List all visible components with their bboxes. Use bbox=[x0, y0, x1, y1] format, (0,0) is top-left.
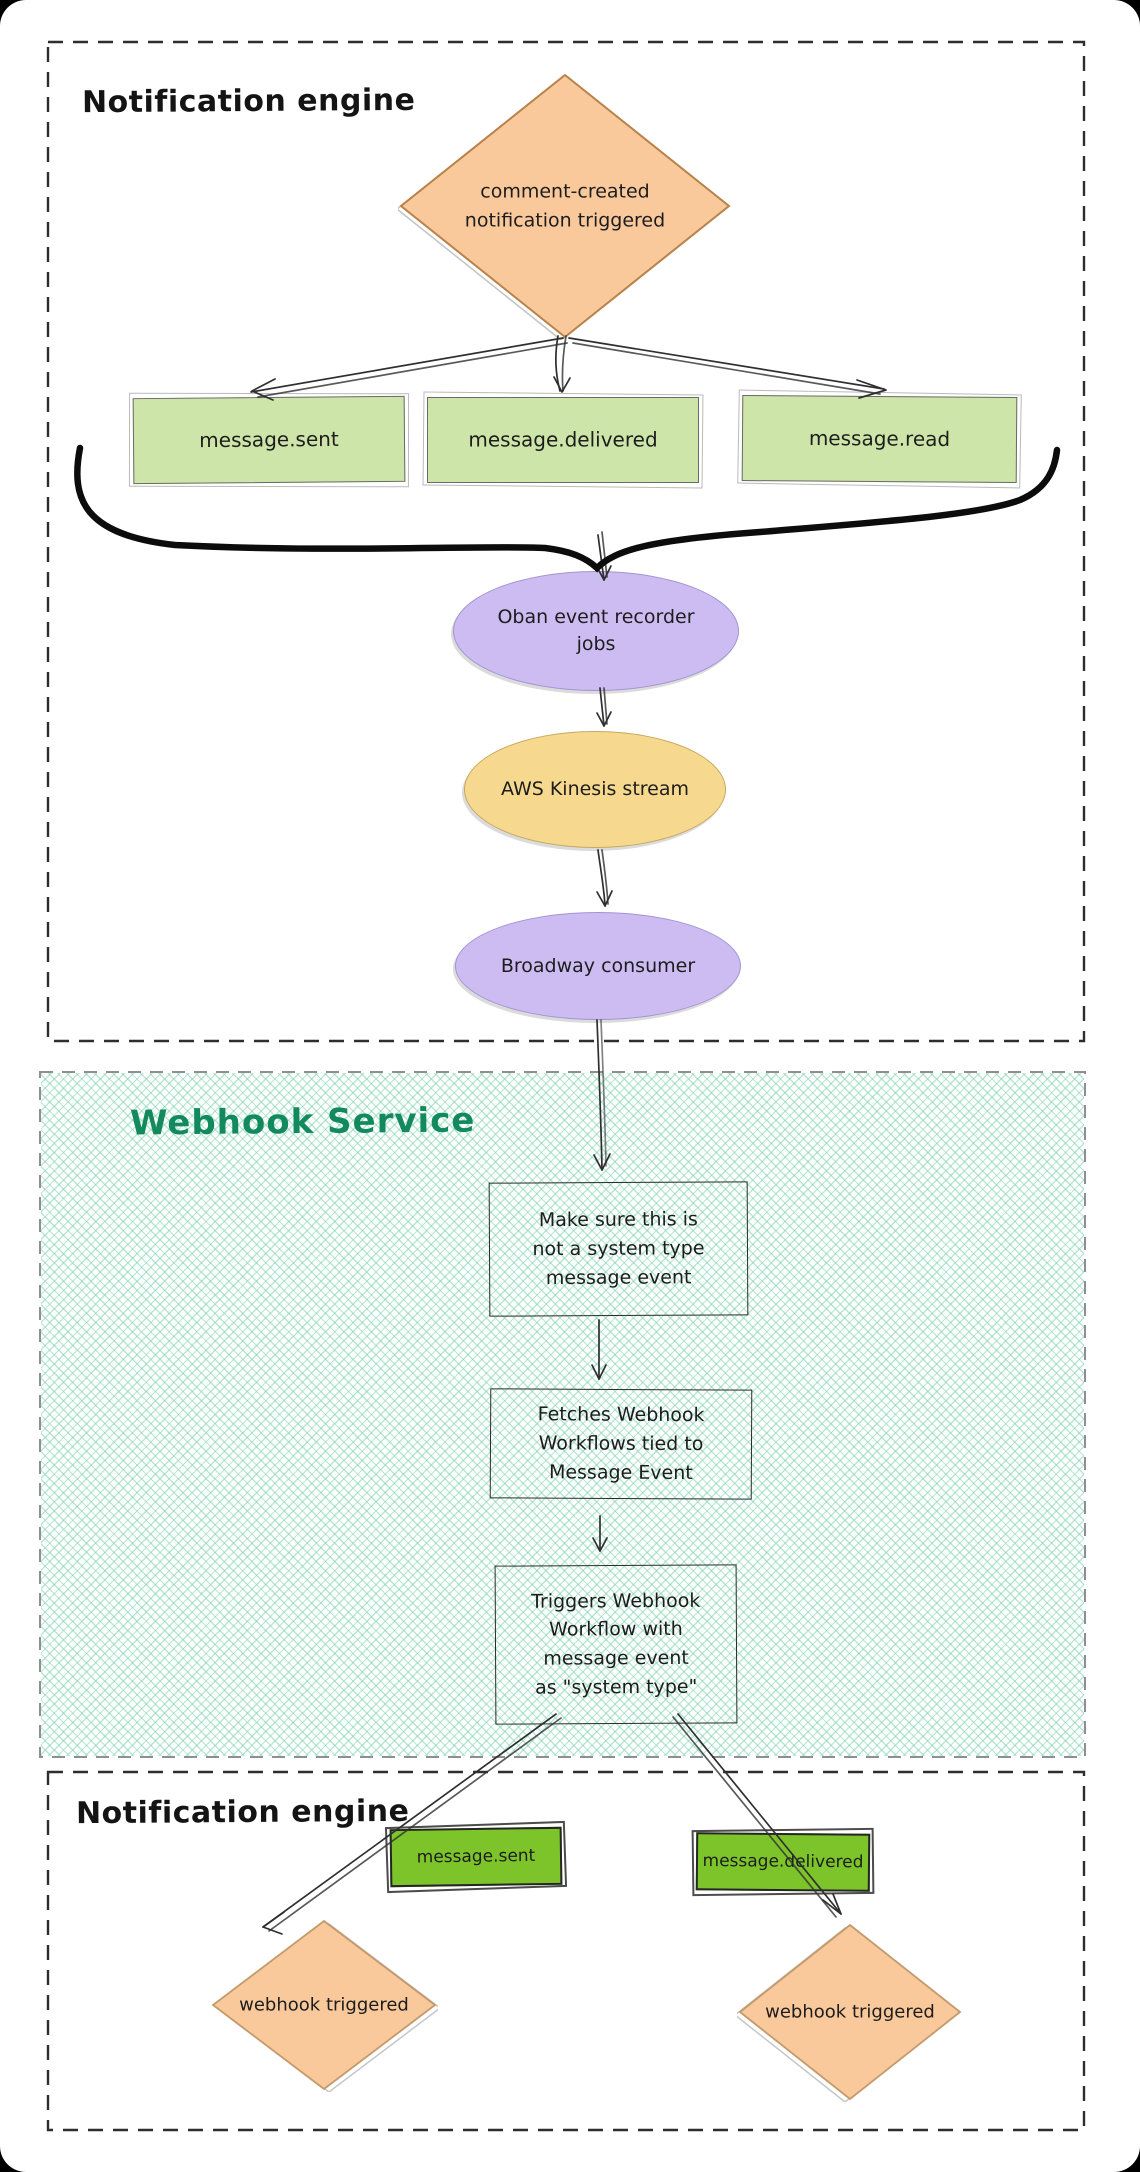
node-label: message.sent bbox=[199, 426, 339, 453]
node-webhook-triggered-left: webhook triggered bbox=[210, 1918, 438, 2092]
node-label: Oban event recorder jobs bbox=[497, 606, 695, 655]
arrow-trigger-to-read bbox=[568, 337, 885, 390]
node-label: message.read bbox=[808, 426, 951, 451]
node-message-read: message.read bbox=[741, 395, 1018, 483]
node-out-message-sent: message.sent bbox=[389, 1826, 563, 1888]
node-check-system-type: Make sure this is not a system type mess… bbox=[488, 1181, 749, 1317]
section-title-notification-engine-bottom: Notification engine bbox=[75, 1793, 410, 1832]
node-label: Triggers Webhook Workflow with message e… bbox=[531, 1589, 701, 1699]
arrow-sketch-line bbox=[572, 342, 881, 395]
arrow-sketch-line bbox=[257, 342, 568, 398]
node-aws-kinesis-stream: AWS Kinesis stream bbox=[464, 731, 726, 848]
node-oban-event-recorder: Oban event recorder jobs bbox=[453, 571, 739, 691]
node-fetch-webhook-workflows: Fetches Webhook Workflows tied to Messag… bbox=[489, 1388, 753, 1500]
node-webhook-triggered-right: webhook triggered bbox=[737, 1922, 963, 2102]
arrowhead bbox=[596, 890, 613, 907]
node-label: webhook triggered bbox=[239, 1994, 409, 2016]
arrow-trigger-to-sent bbox=[250, 337, 564, 393]
arrow-sketch-line bbox=[603, 687, 608, 725]
section-title-webhook-service: Webhook Service bbox=[129, 1100, 476, 1144]
arrowhead bbox=[822, 1893, 842, 1915]
node-label: message.sent bbox=[416, 1845, 536, 1868]
arrow-sketch-line bbox=[601, 849, 609, 905]
node-broadway-consumer: Broadway consumer bbox=[455, 912, 741, 1020]
node-label: AWS Kinesis stream bbox=[500, 778, 689, 801]
node-label: webhook triggered bbox=[765, 2001, 935, 2023]
node-comment-created-diamond: comment-created notification triggered bbox=[398, 72, 732, 340]
node-label: Make sure this is not a system type mess… bbox=[532, 1208, 705, 1289]
arrow-sketch-line bbox=[561, 335, 567, 392]
node-message-delivered: message.delivered bbox=[427, 397, 699, 483]
arrowhead bbox=[596, 711, 612, 727]
node-out-message-delivered: message.delivered bbox=[695, 1832, 871, 1892]
node-label: Broadway consumer bbox=[500, 954, 696, 977]
node-trigger-webhook-workflow: Triggers Webhook Workflow with message e… bbox=[494, 1564, 738, 1725]
arrow-kinesis-to-broadway bbox=[597, 849, 606, 907]
node-label: message.delivered bbox=[468, 427, 658, 452]
node-label: Fetches Webhook Workflows tied to Messag… bbox=[537, 1403, 705, 1484]
node-label: message.delivered bbox=[702, 1850, 864, 1873]
node-label: comment-created notification triggered bbox=[464, 180, 666, 232]
arrowhead bbox=[553, 376, 571, 393]
arrow-trigger-to-delivered bbox=[554, 335, 561, 392]
node-message-sent: message.sent bbox=[132, 395, 406, 485]
section-title-notification-engine-top: Notification engine bbox=[81, 82, 416, 121]
arrow-oban-to-kinesis bbox=[599, 687, 605, 727]
